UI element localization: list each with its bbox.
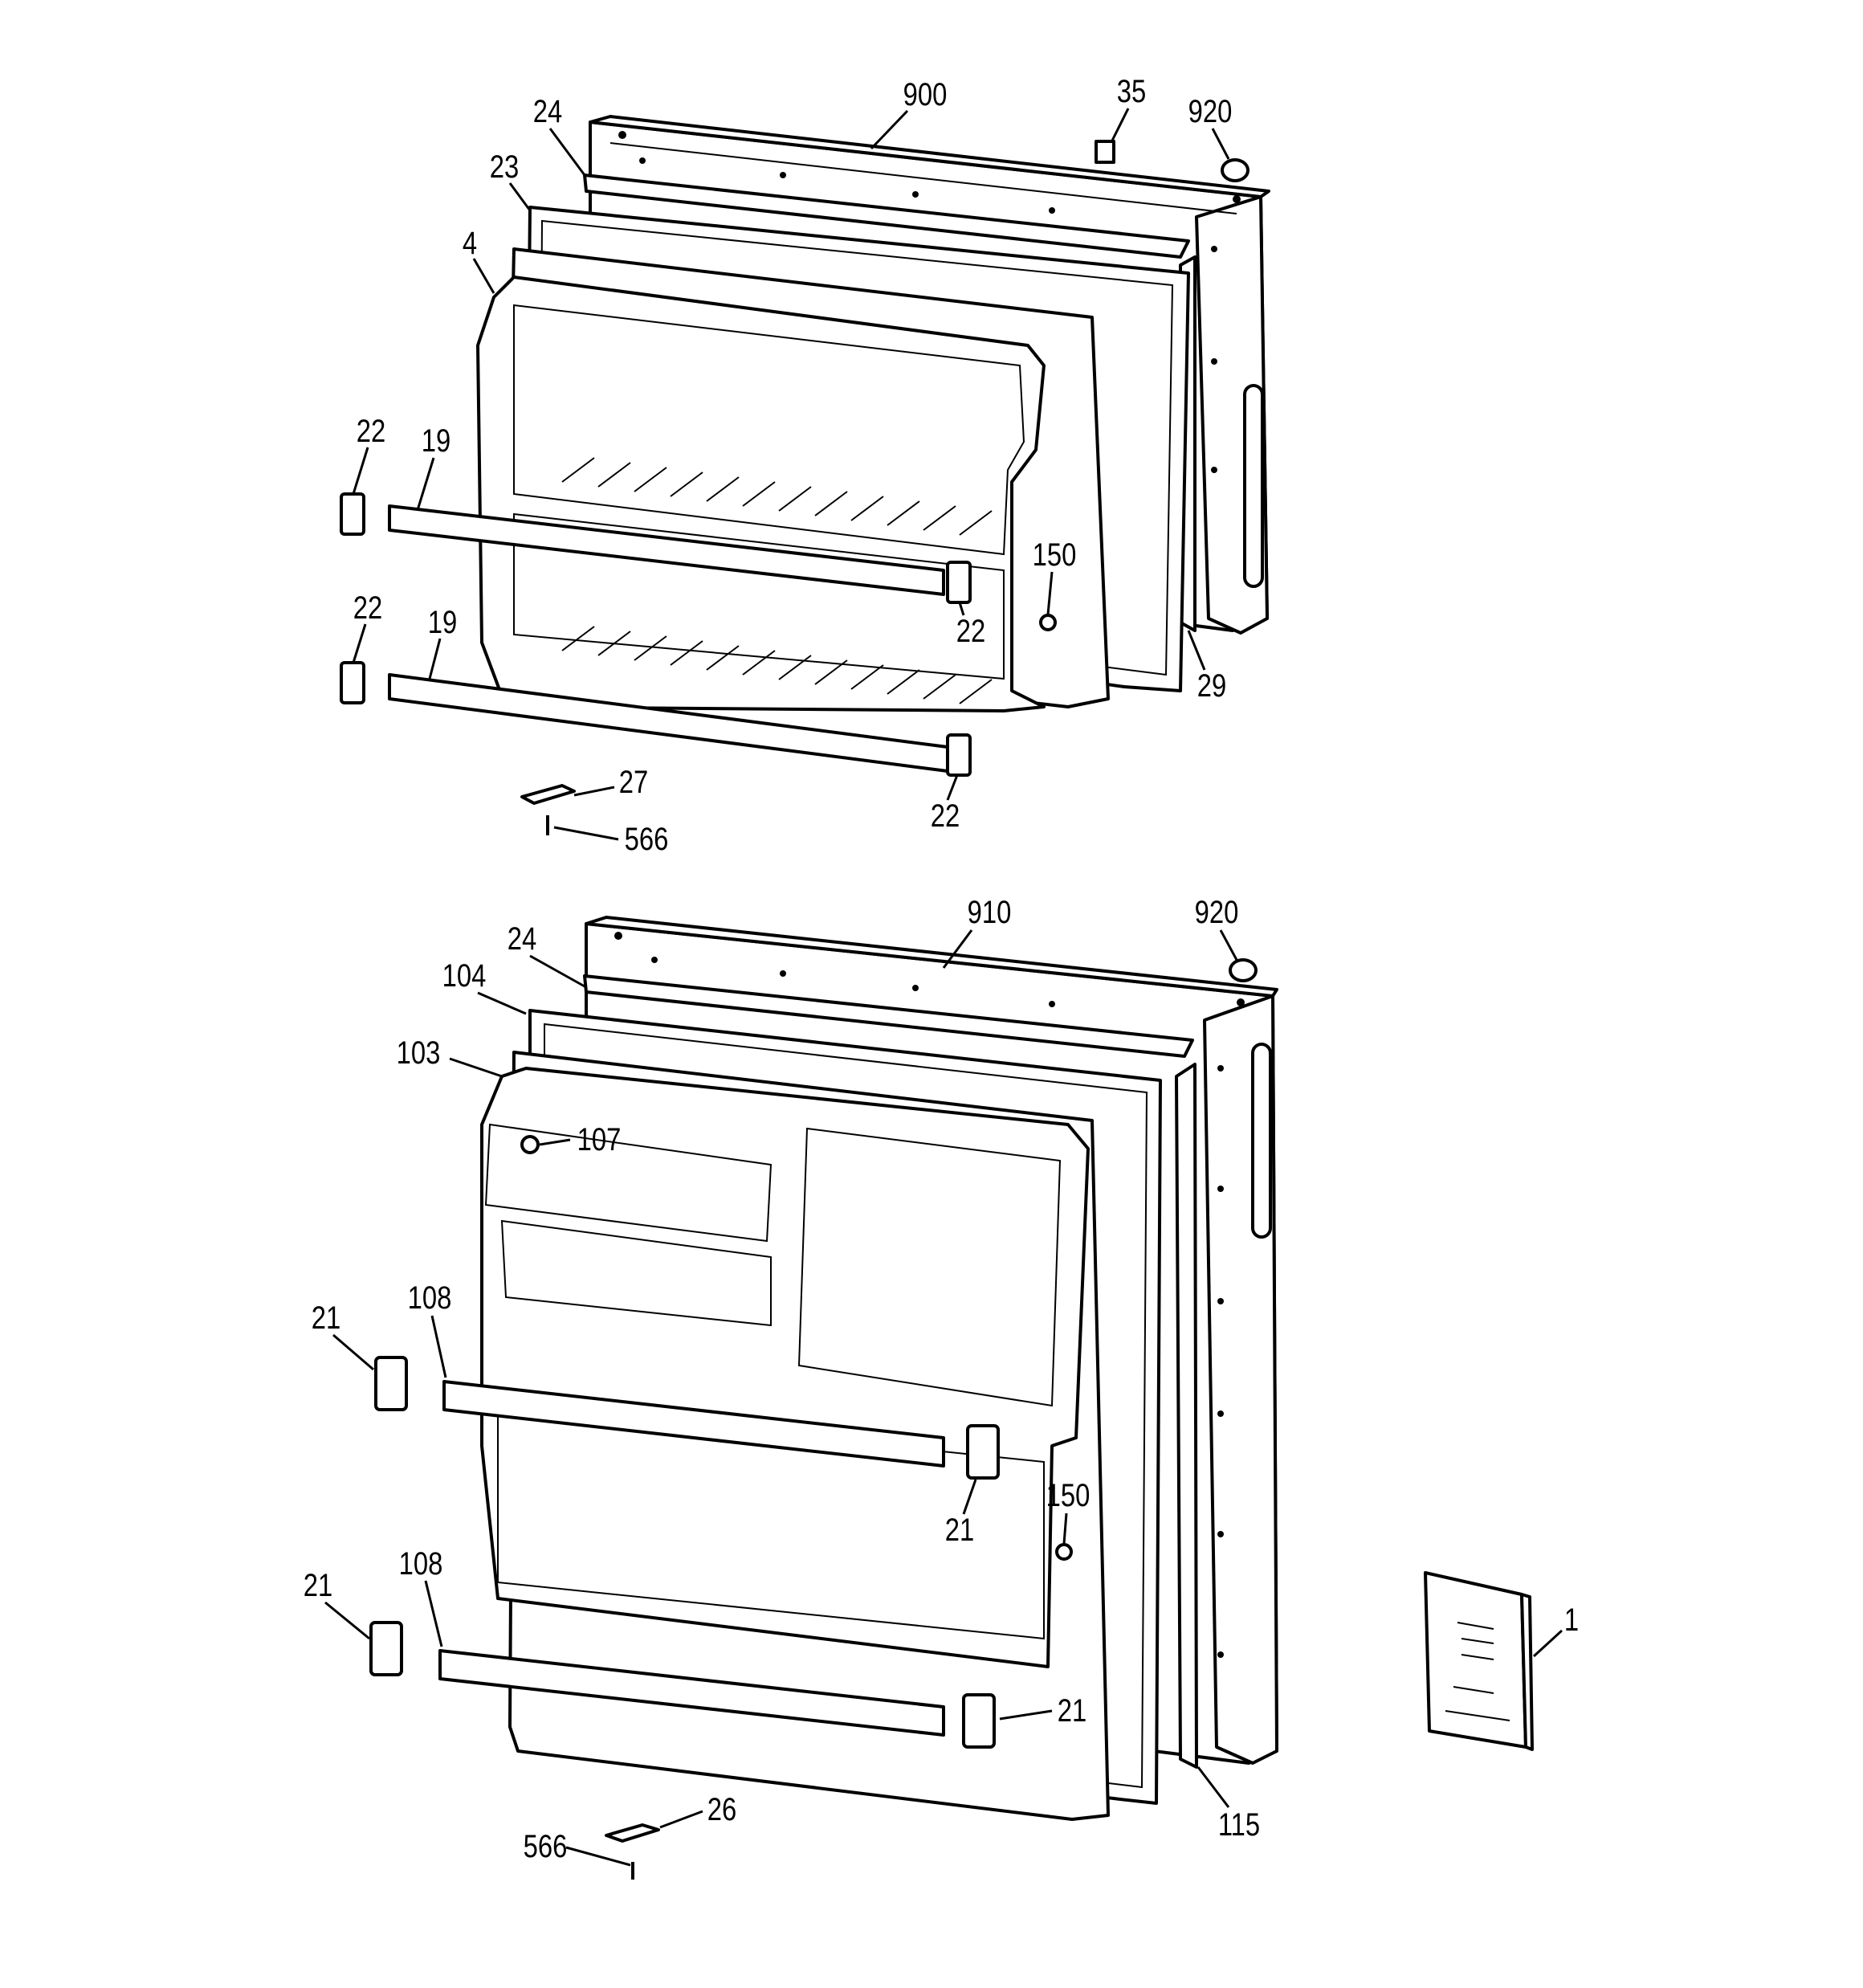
callout-900[interactable]: 900 <box>903 77 948 112</box>
callout-4[interactable]: 4 <box>462 226 478 261</box>
part-22-clip <box>946 561 972 604</box>
callout-23[interactable]: 23 <box>489 149 520 185</box>
callout-108[interactable]: 108 <box>398 1546 443 1582</box>
freezer-door-assembly <box>340 115 1270 835</box>
part-35-plug <box>1095 140 1115 164</box>
part-920-hinge-plug <box>1229 958 1258 982</box>
callout-29[interactable]: 29 <box>1196 668 1227 704</box>
callout-22[interactable]: 22 <box>956 614 986 649</box>
part-108-shelf-bar-upper <box>442 1380 945 1468</box>
part-1-owner-manual <box>1424 1571 1534 1751</box>
fresh-food-door-handle-slot <box>1251 1043 1272 1239</box>
part-22-clip <box>340 661 365 704</box>
part-115-side-strip <box>1175 1063 1198 1769</box>
part-27-hinge-plate <box>520 784 576 805</box>
part-107-control-knob <box>520 1135 540 1154</box>
callout-150[interactable]: 150 <box>1046 1478 1090 1513</box>
part-19-shelf-bar-upper <box>388 504 945 596</box>
fresh-food-door-assembly <box>369 916 1534 1880</box>
part-26-hinge-plate <box>605 1823 660 1843</box>
callout-910[interactable]: 910 <box>967 895 1012 930</box>
callout-24[interactable]: 24 <box>532 94 563 129</box>
callout-104[interactable]: 104 <box>442 958 487 994</box>
callout-27[interactable]: 27 <box>618 765 649 800</box>
callout-19[interactable]: 19 <box>421 423 451 459</box>
callout-35[interactable]: 35 <box>1116 74 1147 109</box>
callout-21[interactable]: 21 <box>944 1512 975 1548</box>
part-150-screw <box>1055 1543 1073 1561</box>
callout-21[interactable]: 21 <box>311 1300 341 1336</box>
part-920-hinge-plug <box>1221 158 1249 182</box>
callout-108[interactable]: 108 <box>407 1280 452 1316</box>
callout-920[interactable]: 920 <box>1194 895 1239 930</box>
leader-lines <box>324 108 1563 1867</box>
part-24-top-trim <box>583 173 1190 259</box>
callout-21[interactable]: 21 <box>303 1568 333 1603</box>
callout-19[interactable]: 19 <box>427 605 458 640</box>
callout-22[interactable]: 22 <box>356 414 386 449</box>
callout-26[interactable]: 26 <box>707 1792 737 1827</box>
callout-22[interactable]: 22 <box>930 798 960 834</box>
callout-566[interactable]: 566 <box>624 822 669 857</box>
part-22-clip <box>340 492 365 536</box>
callout-1[interactable]: 1 <box>1563 1602 1580 1638</box>
part-21-clip <box>966 1424 1000 1480</box>
part-4-door-liner <box>476 247 1110 712</box>
callout-21[interactable]: 21 <box>1057 1693 1087 1729</box>
callout-107[interactable]: 107 <box>577 1122 622 1157</box>
callout-24[interactable]: 24 <box>507 921 537 957</box>
part-21-clip <box>374 1356 408 1411</box>
callout-150[interactable]: 150 <box>1032 537 1077 573</box>
callout-103[interactable]: 103 <box>396 1035 441 1071</box>
part-24-top-trim <box>583 974 1194 1058</box>
part-21-clip <box>369 1621 403 1676</box>
part-108-shelf-bar-lower <box>438 1649 945 1737</box>
part-21-clip <box>962 1693 996 1749</box>
callout-920[interactable]: 920 <box>1188 94 1233 129</box>
callout-566[interactable]: 566 <box>523 1829 568 1864</box>
part-150-screw <box>1039 614 1057 631</box>
callout-115[interactable]: 115 <box>1217 1807 1261 1843</box>
part-22-clip <box>946 733 972 777</box>
callout-22[interactable]: 22 <box>353 590 383 626</box>
